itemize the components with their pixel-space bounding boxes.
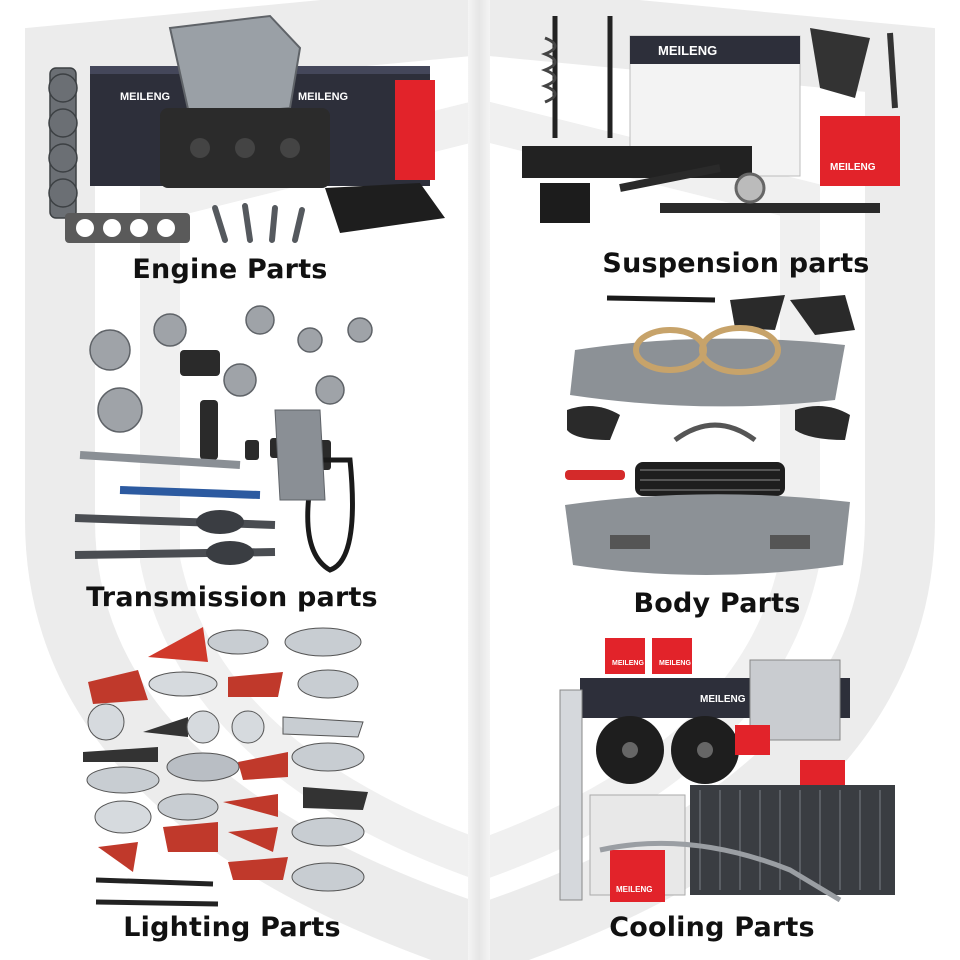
lighting-parts-image xyxy=(83,627,368,907)
engine-parts-image: MEILENG MEILENG MEILENG xyxy=(48,14,445,243)
meileng-logo-text: MEILENG xyxy=(659,660,691,667)
meileng-logo-text: MEILENG xyxy=(658,43,717,58)
category-label-suspension-parts: Suspension parts xyxy=(602,248,870,279)
body-parts-image xyxy=(565,295,855,575)
engine-parts-panel: MEILENG MEILENG MEILENG Engine Parts xyxy=(40,8,460,293)
transmission-parts-image xyxy=(74,305,373,573)
cooling-parts-panel: MEILENG MEILENG MEILENG MEILENG Cooling … xyxy=(540,630,920,952)
category-label-transmission-parts: Transmission parts xyxy=(86,582,378,613)
category-label-cooling-parts: Cooling Parts xyxy=(609,912,815,943)
meileng-logo-text: MEILENG xyxy=(298,91,348,103)
suspension-parts-panel: MEILENG MEILENG Suspension parts xyxy=(510,8,940,288)
meileng-logo-text: MEILENG xyxy=(616,885,652,894)
center-divider xyxy=(468,0,490,960)
meileng-logo-text: MEILENG xyxy=(700,694,746,705)
lighting-parts-panel: Lighting Parts xyxy=(78,622,378,952)
meileng-logo-text: MEILENG xyxy=(120,91,170,103)
suspension-parts-image: MEILENG MEILENG xyxy=(522,16,900,223)
category-label-engine-parts: Engine Parts xyxy=(132,254,328,285)
meileng-logo-text: MEILENG xyxy=(830,162,876,173)
body-parts-panel: Body Parts xyxy=(555,290,860,630)
cooling-parts-image: MEILENG MEILENG MEILENG MEILENG xyxy=(559,638,895,903)
meileng-logo-text: MEILENG xyxy=(612,660,644,667)
category-label-body-parts: Body Parts xyxy=(633,588,801,619)
transmission-parts-panel: Transmission parts xyxy=(60,290,470,620)
category-label-lighting-parts: Lighting Parts xyxy=(123,912,341,943)
